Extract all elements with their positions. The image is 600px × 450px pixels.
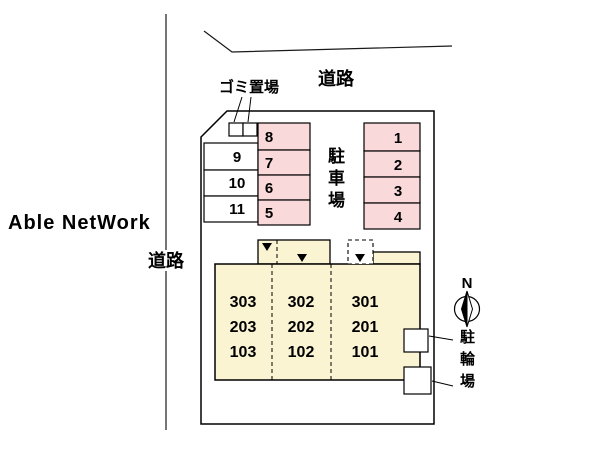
room-label-103: 103 [230, 344, 257, 361]
room-label-102: 102 [288, 344, 315, 361]
compass-north-label: N [462, 275, 473, 292]
garbage-bin-box [242, 122, 258, 137]
bicycle-box [403, 366, 432, 395]
road-label-top: 道路 [318, 68, 355, 89]
parking-space-3 [363, 176, 421, 204]
entrance-arrow-icon [262, 243, 272, 251]
building-main [214, 263, 421, 381]
garbage-pointer-line [247, 96, 252, 123]
parking-number: 1 [394, 130, 402, 147]
bicycle-box [403, 328, 429, 353]
compass-icon: N [453, 275, 481, 328]
parking-number: 9 [233, 149, 241, 166]
parking-space-6 [257, 174, 311, 201]
room-label-303: 303 [230, 294, 257, 311]
parking-space-1 [363, 122, 421, 152]
parking-lot-label: 駐車場 [325, 147, 344, 213]
parking-number: 4 [394, 209, 403, 226]
road-edge-top [203, 30, 453, 53]
bicycle-lot-label: 駐輪場 [458, 329, 475, 395]
parking-space-9 [203, 142, 259, 171]
road-label-left: 道路 [148, 250, 185, 271]
parking-number: 6 [265, 180, 273, 197]
garbage-label: ゴミ置場 [219, 78, 279, 96]
parking-number: 5 [265, 205, 273, 222]
building-step-right [372, 251, 421, 265]
parking-number: 10 [229, 175, 246, 192]
compass-needle-light [466, 290, 474, 328]
parking-number: 3 [394, 183, 402, 200]
room-label-202: 202 [288, 319, 315, 336]
garbage-pointer-line [233, 96, 243, 123]
parking-number: 11 [229, 201, 245, 218]
watermark-logo: Able NetWork [8, 212, 151, 234]
room-label-301: 301 [352, 294, 379, 311]
parking-number: 2 [394, 157, 402, 174]
room-label-201: 201 [352, 319, 379, 336]
parking-space-5 [257, 199, 311, 226]
parking-number: 7 [265, 155, 273, 172]
bicycle-pointer-line [428, 335, 454, 341]
parking-number: 8 [265, 129, 273, 146]
room-label-203: 203 [230, 319, 257, 336]
road-label-left-bg [145, 250, 187, 271]
bicycle-pointer-line [431, 380, 454, 387]
parking-space-2 [363, 150, 421, 178]
parking-space-8 [257, 122, 311, 151]
room-label-101: 101 [352, 344, 379, 361]
entrance-arrow-icon [355, 254, 365, 262]
garbage-bin-box [228, 122, 244, 137]
room-label-302: 302 [288, 294, 315, 311]
entrance-arrow-icon [297, 254, 307, 262]
parking-space-4 [363, 202, 421, 230]
